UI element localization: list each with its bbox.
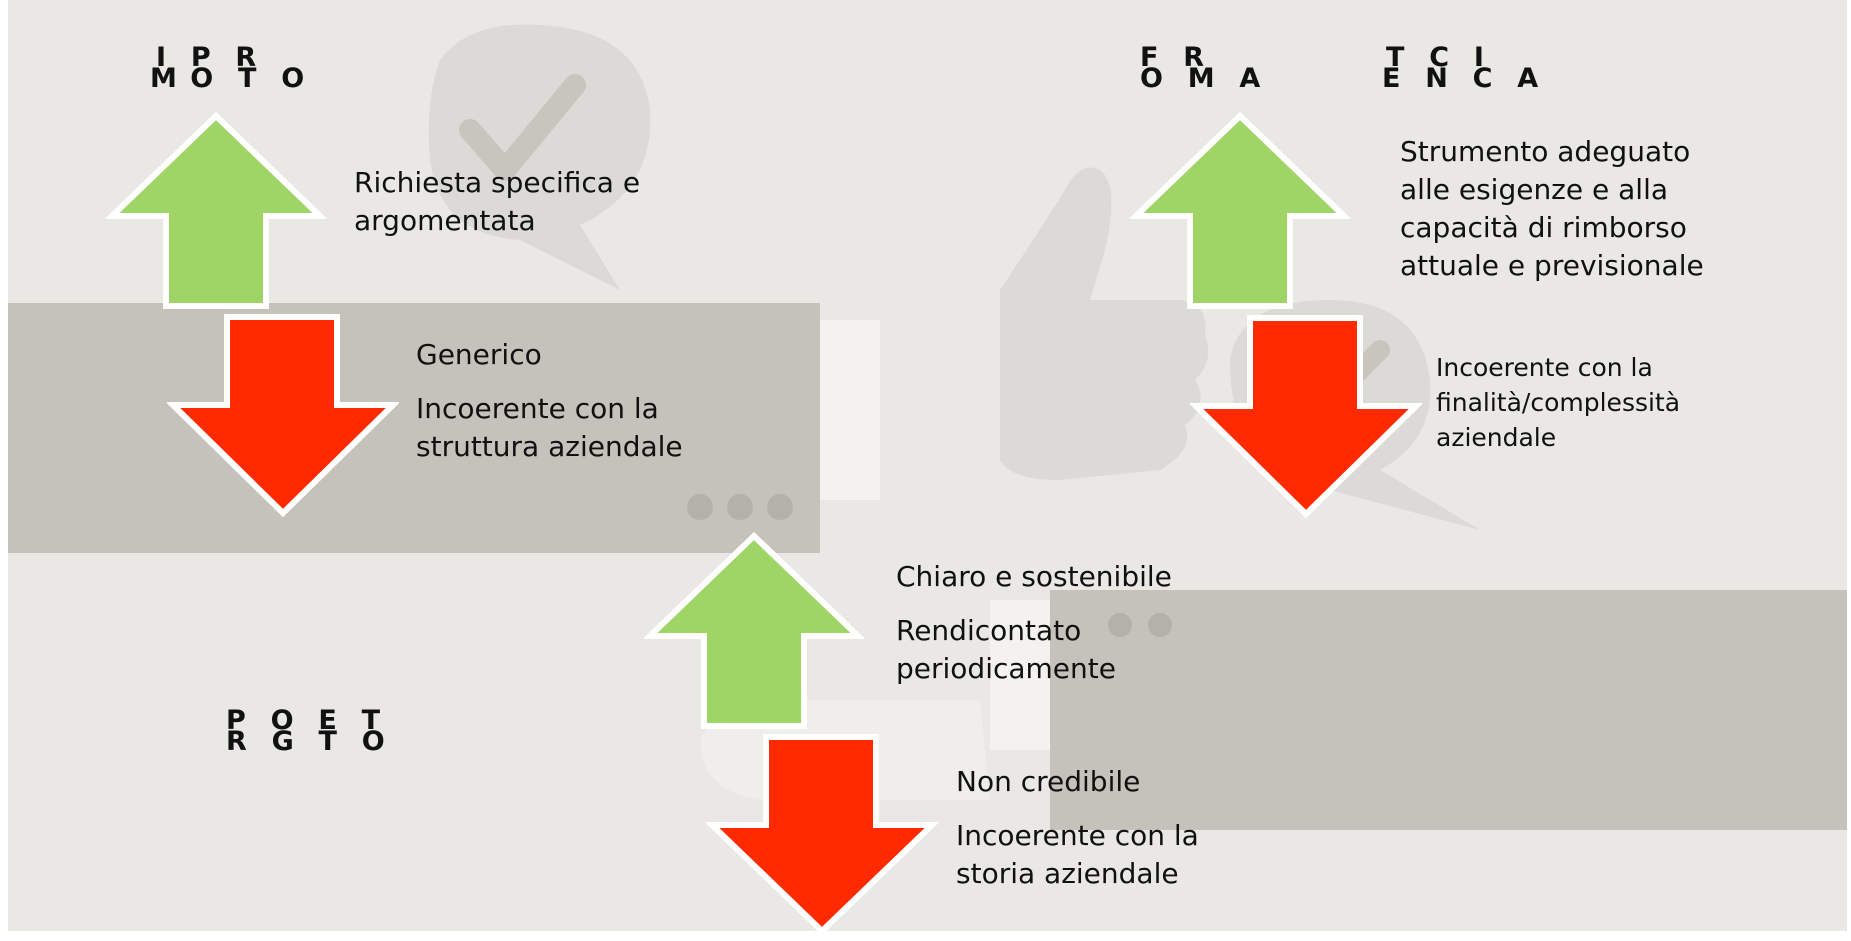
forma-positive-text: Strumento adeguato alle esigenze e alla … bbox=[1400, 133, 1704, 285]
progetto-negative-line: storia aziendale bbox=[956, 857, 1179, 890]
progetto-up-arrow-icon bbox=[644, 531, 864, 729]
slide-border-right bbox=[1847, 0, 1851, 941]
thumbs-up-icon bbox=[1000, 167, 1209, 480]
importo-positive-text: Richiesta specifica e argomentata bbox=[354, 164, 640, 240]
title-tecnica: T C I E N C A bbox=[1382, 44, 1540, 92]
progetto-negative-line: Incoerente con la bbox=[956, 819, 1199, 852]
arrow-shape bbox=[106, 111, 326, 309]
progetto-positive-text: Chiaro e sostenibile Rendicontato period… bbox=[896, 558, 1172, 688]
progetto-positive-line: periodicamente bbox=[896, 652, 1116, 685]
title-forma-row2: O M A bbox=[1140, 63, 1263, 94]
forma-negative-text: Incoerente con la finalità/complessità a… bbox=[1436, 350, 1680, 455]
title-forma: F R O M A bbox=[1140, 44, 1262, 92]
progetto-positive-line: Chiaro e sostenibile bbox=[896, 560, 1172, 593]
title-importo: I P R M O T O bbox=[150, 44, 306, 92]
importo-negative-line: Generico bbox=[416, 338, 542, 371]
progetto-positive-line: Rendicontato bbox=[896, 614, 1082, 647]
title-progetto: P O E T R G T O bbox=[226, 707, 387, 755]
progetto-down-arrow-icon bbox=[706, 734, 938, 936]
progetto-negative-line: Non credibile bbox=[956, 765, 1141, 798]
checkmark-bubble-icon bbox=[428, 24, 651, 290]
forma-positive-line: attuale e previsionale bbox=[1400, 249, 1704, 282]
forma-positive-line: alle esigenze e alla bbox=[1400, 173, 1669, 206]
importo-up-arrow-icon bbox=[106, 111, 326, 309]
importo-positive-line: Richiesta specifica e bbox=[354, 166, 641, 199]
sleeve-band-right bbox=[1050, 590, 1851, 830]
progetto-negative-text: Non credibile Incoerente con la storia a… bbox=[956, 763, 1199, 893]
forma-negative-line: finalità/complessità bbox=[1436, 388, 1681, 417]
importo-negative-line: Incoerente con la bbox=[416, 392, 659, 425]
importo-negative-text: Generico Incoerente con la struttura azi… bbox=[416, 336, 683, 466]
forma-up-arrow-icon bbox=[1130, 111, 1350, 309]
title-progetto-row2: R G T O bbox=[226, 726, 387, 757]
importo-positive-line: argomentata bbox=[354, 204, 536, 237]
slide-border-bottom bbox=[0, 931, 1851, 941]
forma-down-arrow-icon bbox=[1190, 315, 1422, 519]
title-importo-row1: I P R bbox=[156, 42, 259, 73]
forma-positive-line: capacità di rimborso bbox=[1400, 211, 1687, 244]
cuff-left bbox=[820, 320, 880, 500]
title-tecnica-row1: T C I bbox=[1386, 42, 1486, 73]
title-progetto-row1: P O E T bbox=[226, 705, 383, 736]
importo-down-arrow-icon bbox=[167, 314, 399, 518]
title-tecnica-row2: E N C A bbox=[1382, 63, 1541, 94]
importo-negative-line: struttura aziendale bbox=[416, 430, 683, 463]
slide-border-left bbox=[0, 0, 8, 941]
forma-negative-line: Incoerente con la bbox=[1436, 353, 1653, 382]
title-forma-row1: F R bbox=[1140, 42, 1207, 73]
forma-negative-line: aziendale bbox=[1436, 423, 1557, 452]
cuff-right bbox=[990, 600, 1050, 750]
sleeve-band-left bbox=[0, 303, 820, 553]
title-importo-row2: M O T O bbox=[150, 63, 307, 94]
forma-positive-line: Strumento adeguato bbox=[1400, 135, 1691, 168]
